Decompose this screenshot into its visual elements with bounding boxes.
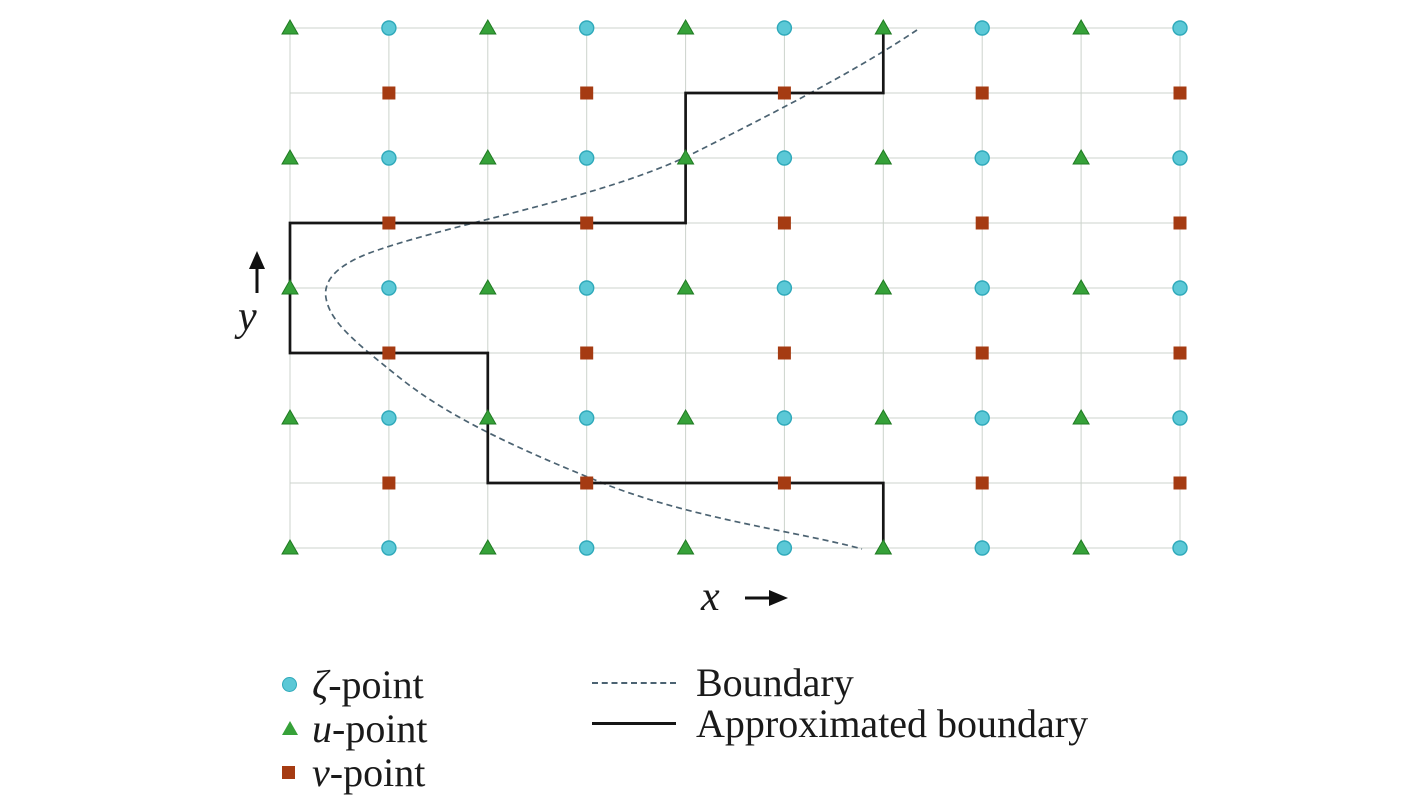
legend-item-u-point: u-point [282,705,428,751]
y-axis-label: y [238,294,257,340]
grid-lines [289,27,1181,549]
v-points [382,86,1187,490]
y-axis-arrow [249,251,265,293]
legend-label-u: u-point [312,705,428,751]
x-axis-arrow [745,590,788,606]
boundary-curve [324,29,918,550]
legend-label-boundary: Boundary [696,660,854,705]
legend-item-v-point: v-point [282,749,428,795]
u-point-icon [282,721,298,735]
legend-line-column: Boundary Approximated boundary [592,660,1089,746]
boundary-line-icon [592,681,676,684]
x-axis-label: x [701,574,720,620]
grid-diagram [249,18,1188,606]
legend-label-v: v-point [312,749,426,795]
zeta-point-icon [282,676,297,692]
legend-marker-column: ζ-point u-point v-point [282,661,428,795]
legend-label-approximated-boundary: Approximated boundary [696,701,1089,746]
legend-item-approximated-boundary: Approximated boundary [592,701,1089,746]
u-points [281,18,1090,555]
approximated-boundary-line-icon [592,722,676,725]
legend-label-zeta: ζ-point [312,661,424,707]
legend-item-zeta-point: ζ-point [282,661,428,707]
legend-item-boundary: Boundary [592,660,1088,705]
zeta-points [381,20,1188,556]
v-point-icon [282,765,295,779]
